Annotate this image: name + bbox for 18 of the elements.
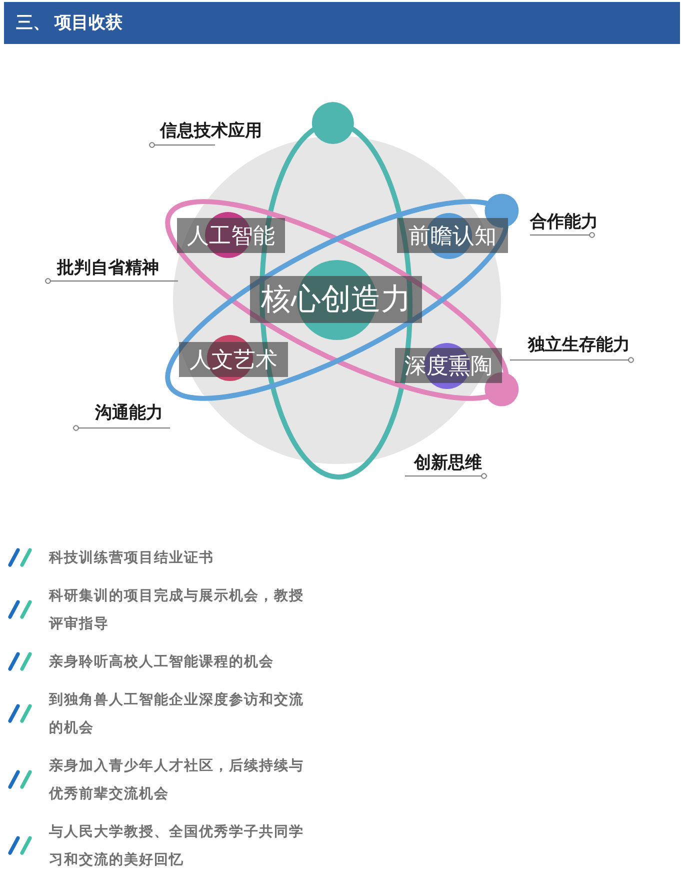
benefit-text: 到独角兽人工智能企业深度参访和交流的机会 [49,690,305,737]
skill-label: 人文艺术 [179,342,288,377]
skill-tag: 创新思维 [414,452,482,474]
skill-tag: 沟通能力 [95,402,163,424]
skill-label: 人工智能 [177,218,285,253]
skill-tag: 信息技术应用 [160,120,262,142]
skill-tag: 独立生存能力 [528,334,630,356]
section-header: 三、 项目收获 [4,2,680,44]
benefit-text: 亲身聆听高校人工智能课程的机会 [49,652,275,671]
core-label: 核心创造力 [250,276,422,323]
benefit-text: 科研集训的项目完成与展示机会，教授评审指导 [49,586,305,633]
benefit-text: 亲身加入青少年人才社区，后续持续与优秀前辈交流机会 [49,756,305,803]
skill-label: 深度熏陶 [395,348,502,383]
skill-tag: 合作能力 [530,211,598,233]
benefit-text: 与人民大学教授、全国优秀学子共同学习和交流的美好回忆 [49,822,305,869]
benefit-text: 科技训练营项目结业证书 [49,548,215,567]
skill-tag: 批判自省精神 [57,257,159,279]
skill-label: 前瞻认知 [397,218,508,253]
